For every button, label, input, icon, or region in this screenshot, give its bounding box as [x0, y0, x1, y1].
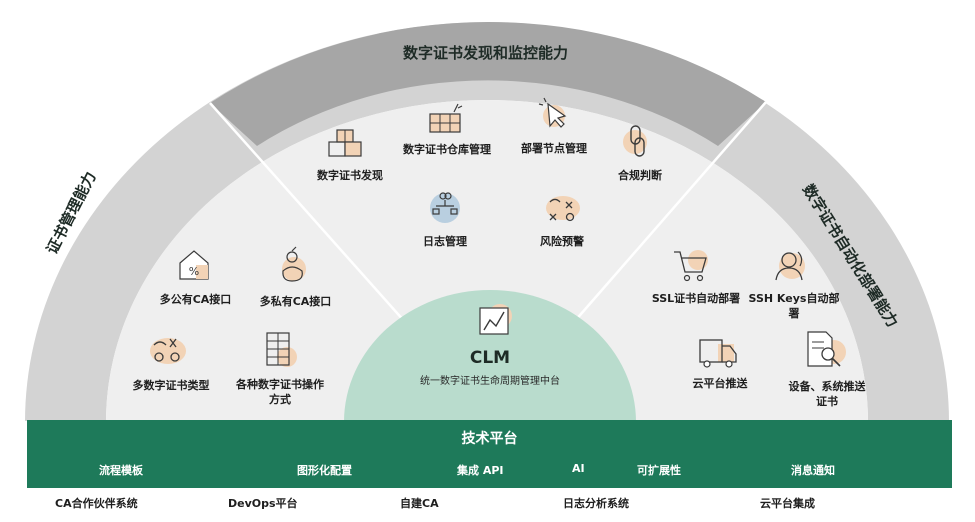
trend-chart-icon	[479, 304, 512, 335]
label-private-ca: 多私有CA接口	[259, 295, 332, 308]
label-cert-discovery: 数字证书发现	[317, 169, 383, 182]
clm-circle	[344, 290, 636, 422]
platform-item-extensibility: 可扩展性	[637, 464, 681, 477]
clm-title: CLM	[469, 348, 511, 368]
cert-types-icon	[150, 338, 186, 364]
cursor-icon	[538, 97, 567, 128]
top-arc-title: 数字证书发现和监控能力	[403, 44, 569, 62]
integration-ca-partner: CA合作伙伴系统	[55, 497, 138, 510]
log-tree-icon	[430, 192, 460, 223]
label-operations: 各种数字证书操作方式	[236, 378, 324, 406]
user-profile-icon	[775, 251, 805, 281]
label-public-ca: 多公有CA接口	[159, 293, 232, 306]
house-percent-icon: %	[179, 250, 209, 280]
integration-log-analysis: 日志分析系统	[563, 497, 629, 510]
label-warehouse-mgmt: 数字证书仓库管理	[403, 143, 491, 156]
integration-self-ca: 自建CA	[400, 497, 439, 510]
label-cert-types: 多数字证书类型	[132, 379, 210, 392]
apple-icon	[282, 246, 306, 282]
divider-left	[209, 102, 406, 323]
label-log-mgmt: 日志管理	[423, 235, 467, 248]
chain-link-icon	[623, 125, 647, 157]
label-ssl-auto: SSL证书自动部署	[651, 292, 741, 305]
label-risk-alert: 风险预警	[540, 235, 584, 248]
clm-subtitle: 统一数字证书生命周期管理中台	[420, 376, 560, 387]
label-node-mgmt: 部署节点管理	[521, 142, 587, 155]
label-compliance: 合规判断	[618, 169, 662, 182]
label-cloud-push: 云平台推送	[692, 377, 748, 390]
platform-item-notification: 消息通知	[791, 464, 835, 477]
truck-icon	[699, 339, 737, 368]
risk-alert-icon	[546, 196, 580, 222]
document-search-icon	[807, 331, 846, 367]
label-ssh-auto: SSH Keys自动部署	[748, 292, 840, 320]
label-device-push: 设备、系统推送证书	[788, 380, 866, 408]
integration-cloud: 云平台集成	[760, 497, 815, 510]
platform-item-ai: AI	[572, 462, 585, 475]
tech-platform-title: 技术平台	[461, 431, 518, 447]
platform-item-api: 集成 API	[457, 464, 504, 477]
divider-right	[573, 101, 767, 323]
inner-area	[106, 100, 868, 422]
platform-item-workflow: 流程模板	[99, 464, 143, 477]
platform-item-graphic-config: 图形化配置	[297, 464, 352, 477]
svg-text:%: %	[189, 265, 199, 278]
top-band	[210, 21, 766, 146]
shopping-cart-icon	[674, 250, 708, 282]
tech-platform-bar: 技术平台 流程模板 图形化配置 集成 API AI 可扩展性 消息通知	[27, 420, 952, 488]
boxes-icon	[328, 129, 362, 157]
integration-devops: DevOps平台	[228, 497, 298, 510]
warehouse-icon	[429, 103, 463, 133]
building-icon	[266, 332, 297, 367]
